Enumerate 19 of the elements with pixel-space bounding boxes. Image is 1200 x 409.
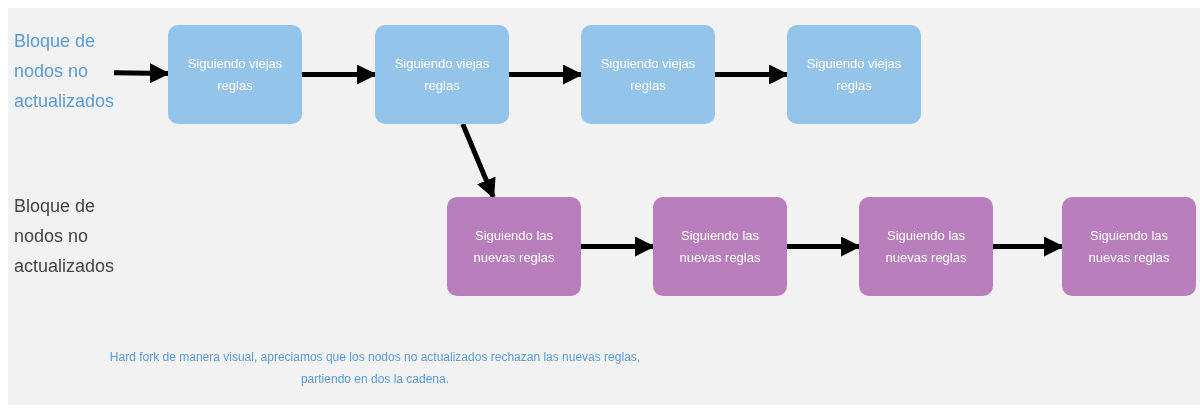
arrow bbox=[581, 236, 655, 257]
arrow bbox=[302, 64, 377, 85]
arrow bbox=[509, 64, 583, 85]
arrow bbox=[460, 123, 496, 199]
process-box: Siguiendo viejas reglas bbox=[168, 25, 302, 124]
process-box: Siguiendo las nuevas reglas bbox=[447, 197, 581, 296]
process-box: Siguiendo las nuevas reglas bbox=[859, 197, 993, 296]
caption-text: Hard fork de manera visual, apreciamos que los nodos no actualizados rechazan las nuevas reglas, partiendo en dos la cadena. bbox=[108, 349, 642, 388]
arrow bbox=[715, 64, 789, 85]
arrow bbox=[113, 63, 170, 84]
row-label: Bloque de nodos no actualizados bbox=[14, 195, 116, 278]
process-box: Siguiendo viejas reglas bbox=[787, 25, 921, 124]
arrow bbox=[993, 236, 1064, 257]
row-label: Bloque de nodos no actualizados bbox=[14, 26, 114, 118]
arrow bbox=[787, 236, 861, 257]
process-box: Siguiendo las nuevas reglas bbox=[653, 197, 787, 296]
process-box: Siguiendo viejas reglas bbox=[581, 25, 715, 124]
process-box: Siguiendo las nuevas reglas bbox=[1062, 197, 1196, 296]
process-box: Siguiendo viejas reglas bbox=[375, 25, 509, 124]
